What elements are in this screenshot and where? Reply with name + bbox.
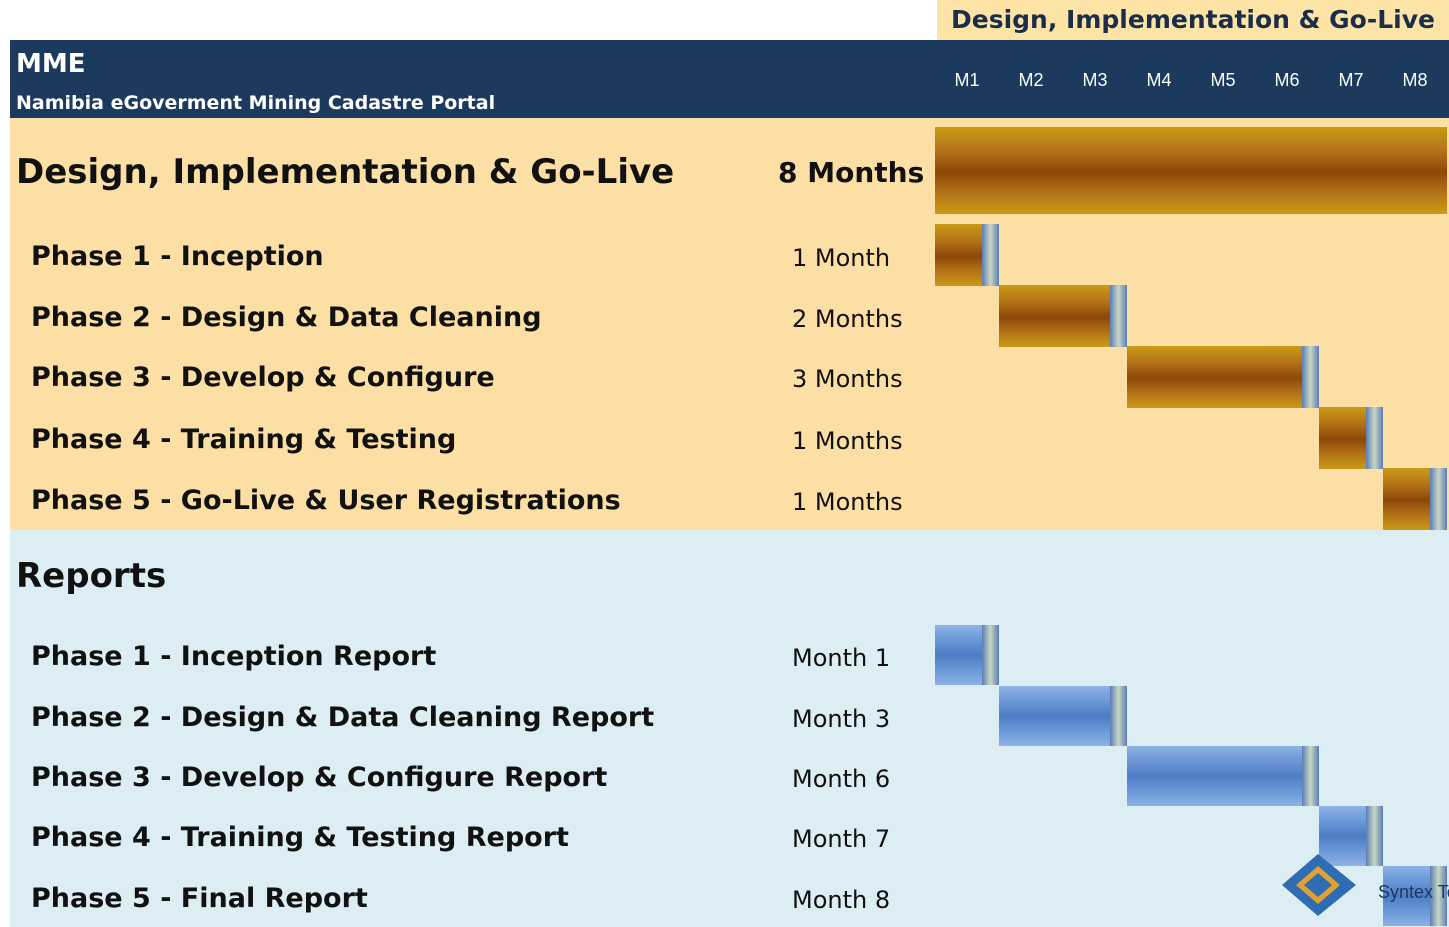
gantt-bar-end-cap (1430, 468, 1447, 530)
report-due: Month 6 (792, 765, 891, 793)
month-label-m5: M5 (1210, 70, 1236, 90)
report-label: Phase 3 - Develop & Configure Report (31, 762, 608, 793)
gantt-report-bar (935, 625, 999, 685)
phase-duration: 3 Months (792, 365, 903, 393)
gantt-bar-end-cap (1302, 746, 1319, 806)
gantt-summary-bar (935, 127, 1447, 214)
gantt-report-bar (1383, 866, 1447, 926)
gantt-phase-bar (1383, 468, 1447, 530)
month-label-m8: M8 (1402, 70, 1428, 90)
phase-duration: 1 Month (792, 244, 891, 272)
gantt-bar-end-cap (1366, 806, 1383, 866)
gantt-phase-bar (1127, 346, 1319, 408)
report-due: Month 1 (792, 644, 891, 672)
phase-label: Phase 3 - Develop & Configure (31, 362, 495, 393)
month-label-m6: M6 (1274, 70, 1300, 90)
report-label: Phase 1 - Inception Report (31, 641, 437, 672)
phase-duration: 2 Months (792, 305, 903, 333)
phase-label: Phase 1 - Inception (31, 241, 324, 272)
gantt-bar-end-cap (982, 224, 999, 286)
month-label-m4: M4 (1146, 70, 1172, 90)
header-band: MME Namibia eGoverment Mining Cadastre P… (10, 40, 1449, 118)
phase-label: Phase 5 - Go-Live & User Registrations (31, 485, 621, 516)
app-title: MME (16, 49, 86, 79)
report-label: Phase 4 - Training & Testing Report (31, 822, 569, 853)
syntex-logo: Syntex Te (1282, 854, 1449, 916)
report-label: Phase 5 - Final Report (31, 883, 368, 914)
month-label-m2: M2 (1018, 70, 1044, 90)
phase-label: Phase 2 - Design & Data Cleaning (31, 302, 542, 333)
gantt-bar-end-cap (982, 625, 999, 685)
gantt-phase-bar (935, 224, 999, 286)
report-due: Month 7 (792, 825, 891, 853)
gantt-report-bar (1127, 746, 1319, 806)
phase-duration: 1 Months (792, 488, 903, 516)
section-title-design: Design, Implementation & Go-Live (16, 152, 675, 192)
gantt-bar-end-cap (1110, 686, 1127, 746)
gantt-bar-end-cap (1302, 346, 1319, 408)
gantt-bar-end-cap (1430, 866, 1447, 926)
phase-label: Phase 4 - Training & Testing (31, 424, 457, 455)
gantt-phase-bar (999, 285, 1127, 347)
month-label-m1: M1 (954, 70, 980, 90)
month-label-m7: M7 (1338, 70, 1364, 90)
gantt-bar-end-cap (1110, 285, 1127, 347)
report-due: Month 3 (792, 705, 891, 733)
month-label-m3: M3 (1082, 70, 1108, 90)
gantt-report-bar (999, 686, 1127, 746)
report-label: Phase 2 - Design & Data Cleaning Report (31, 702, 655, 733)
section-title-reports: Reports (16, 556, 167, 596)
app-subtitle: Namibia eGoverment Mining Cadastre Porta… (16, 92, 496, 114)
section-duration-design: 8 Months (778, 156, 925, 189)
gantt-phase-bar (1319, 407, 1383, 469)
logo-text: Syntex Te (1378, 882, 1449, 902)
gantt-report-bar (1319, 806, 1383, 866)
phase-duration: 1 Months (792, 427, 903, 455)
gantt-bar-end-cap (1366, 407, 1383, 469)
timeline-title: Design, Implementation & Go-Live (937, 0, 1449, 40)
reports-section (10, 530, 1449, 927)
report-due: Month 8 (792, 886, 891, 914)
